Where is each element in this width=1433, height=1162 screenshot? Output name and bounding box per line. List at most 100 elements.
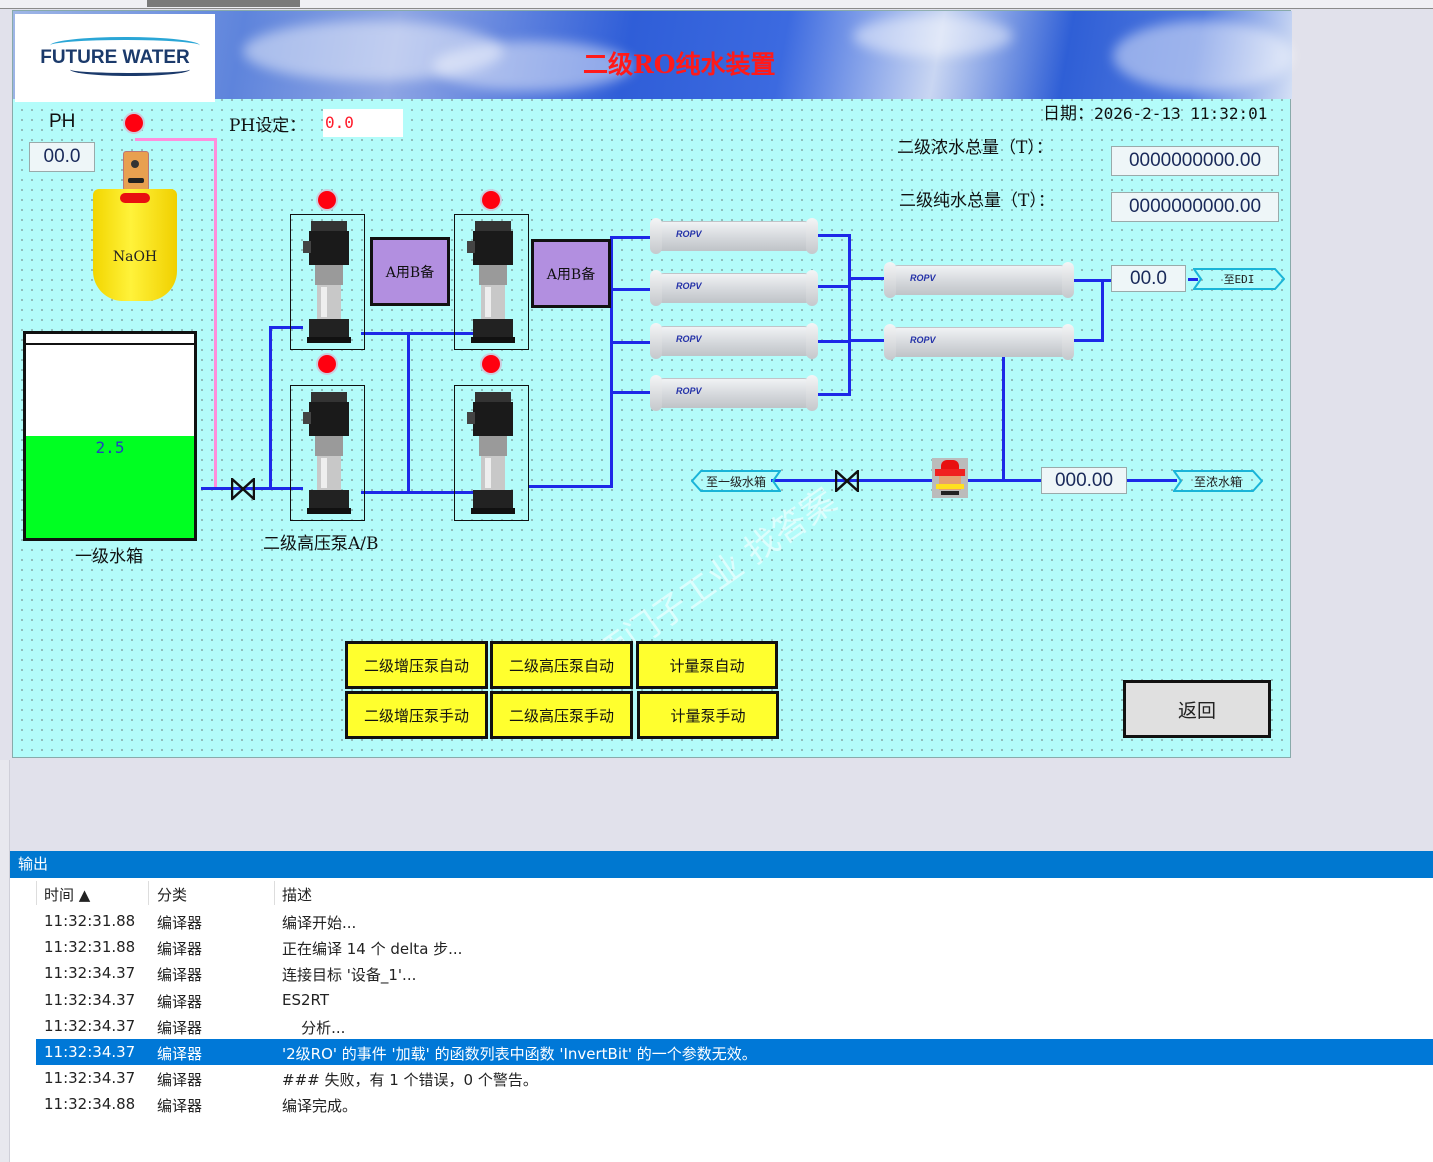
row-description: 编译开始... xyxy=(282,914,357,932)
row-description: 正在编译 14 个 delta 步... xyxy=(282,940,463,959)
to-edi-label: 至EDI xyxy=(1223,273,1255,286)
high-pressure-pump-a[interactable] xyxy=(454,214,529,350)
pure-total-label: 二级纯水总量（T）： xyxy=(899,191,1055,211)
ph-setpoint-label: PH设定： xyxy=(229,116,307,136)
concentrate-valve-icon[interactable] xyxy=(834,468,860,496)
pump-1a-status-indicator xyxy=(318,191,336,209)
metering-pump-manual-button[interactable]: 计量泵手动 xyxy=(637,691,779,739)
company-logo: FUTURE WATER xyxy=(15,14,215,102)
dosing-pump-status-indicator xyxy=(125,114,143,132)
ab-mode-toggle-2[interactable]: A用B备 xyxy=(531,239,611,308)
pure-total-field[interactable]: 0000000000.00 xyxy=(1111,192,1279,222)
edi-flow-field[interactable]: 00.0 xyxy=(1111,265,1186,292)
output-row[interactable]: 11:32:34.37 编译器 分析... xyxy=(36,1013,1433,1039)
ph-setpoint-input[interactable]: 0.0 xyxy=(323,109,403,137)
output-row[interactable]: 11:32:34.37 编译器 ### 失败，有 1 个错误，0 个警告。 xyxy=(36,1065,1433,1091)
output-row[interactable]: 11:32:31.88 编译器 正在编译 14 个 delta 步... xyxy=(36,934,1433,960)
inlet-valve-icon[interactable] xyxy=(230,476,256,504)
row-description: ES2RT xyxy=(282,990,330,1009)
row-description: ### 失败，有 1 个错误，0 个警告。 xyxy=(282,1071,538,1090)
vertical-pump-icon xyxy=(303,392,351,514)
to-concentrate-tank-label: 至浓水箱 xyxy=(1193,474,1242,489)
ab-mode-toggle-1[interactable]: A用B备 xyxy=(370,237,450,306)
concentrate-regulating-valve-icon[interactable] xyxy=(932,458,968,498)
booster-pump-auto-button[interactable]: 二级增压泵自动 xyxy=(345,641,488,689)
to-concentrate-tank-link[interactable]: 至浓水箱 xyxy=(1173,470,1263,492)
to-edi-link[interactable]: 至EDI xyxy=(1193,268,1285,290)
row-time: 11:32:31.88 xyxy=(44,912,136,930)
ro-membrane-1: ROPV xyxy=(650,218,818,254)
title-banner xyxy=(13,11,1293,99)
ph-label: PH xyxy=(49,111,76,132)
page-title: 二级RO纯水装置 xyxy=(583,50,776,79)
membrane-brand: ROPV xyxy=(676,229,702,239)
output-row[interactable]: 11:32:31.88 编译器 编译开始... xyxy=(36,908,1433,934)
concentrate-total-field[interactable]: 0000000000.00 xyxy=(1111,146,1279,176)
hp-pump-manual-button[interactable]: 二级高压泵手动 xyxy=(490,691,633,739)
row-time: 11:32:31.88 xyxy=(44,938,136,957)
high-pressure-pump-b[interactable] xyxy=(454,385,529,521)
column-header-category[interactable]: 分类 xyxy=(157,886,188,904)
concentrate-flow-field[interactable]: 000.00 xyxy=(1041,467,1127,494)
row-time: 11:32:34.37 xyxy=(44,990,136,1009)
primary-tank-label: 一级水箱 xyxy=(75,547,143,567)
left-panel-edge xyxy=(0,760,10,1162)
hmi-screen: FUTURE WATER 二级RO纯水装置 日期：2026-2-13 11:32… xyxy=(12,10,1293,758)
output-panel-title: 输出 xyxy=(10,851,1433,878)
row-time: 11:32:34.37 xyxy=(44,1043,136,1061)
row-description: 编译完成。 xyxy=(282,1097,358,1116)
row-category: 编译器 xyxy=(157,966,203,985)
naoh-tank-icon: NaOH xyxy=(93,189,177,301)
row-category: 编译器 xyxy=(157,1018,203,1037)
row-time: 11:32:34.88 xyxy=(44,1095,136,1114)
vertical-pump-icon xyxy=(303,221,351,343)
ro-membrane-3: ROPV xyxy=(650,323,818,359)
row-description: 分析... xyxy=(282,1018,346,1037)
naoh-label: NaOH xyxy=(112,249,158,265)
hp-pump-auto-button[interactable]: 二级高压泵自动 xyxy=(490,641,633,689)
row-description: '2级RO' 的事件 '加载' 的函数列表中函数 'InvertBit' 的一个… xyxy=(282,1045,757,1063)
pump-group-label: 二级高压泵A/B xyxy=(263,534,379,554)
ro-membrane-5: ROPV xyxy=(884,262,1074,298)
pump-2b-status-indicator xyxy=(482,355,500,373)
row-time: 11:32:34.37 xyxy=(44,1016,136,1035)
ro-membrane-2: ROPV xyxy=(650,270,818,306)
metering-pump-auto-button[interactable]: 计量泵自动 xyxy=(636,641,778,689)
back-button[interactable]: 返回 xyxy=(1123,680,1271,738)
date-label: 日期： xyxy=(1043,104,1094,124)
row-category: 编译器 xyxy=(157,1045,203,1063)
booster-pump-manual-button[interactable]: 二级增压泵手动 xyxy=(345,691,488,739)
top-toolbar xyxy=(0,0,1433,9)
row-description: 连接目标 '设备_1'... xyxy=(282,966,417,985)
active-tab-indicator[interactable] xyxy=(147,0,300,7)
datetime-display: 日期：2026-2-13 11:32:01 xyxy=(1043,99,1267,124)
ro-membrane-4: ROPV xyxy=(650,375,818,411)
primary-water-tank: 2.5 xyxy=(23,331,197,541)
pump-2a-status-indicator xyxy=(482,191,500,209)
to-primary-tank-label: 至一级水箱 xyxy=(705,474,766,489)
tank-level-fill: 2.5 xyxy=(26,436,194,538)
vertical-pump-icon xyxy=(467,221,515,343)
output-row[interactable]: 11:32:34.37 编译器 '2级RO' 的事件 '加载' 的函数列表中函数 '… xyxy=(36,1039,1433,1065)
tank-level-value: 2.5 xyxy=(95,438,125,457)
column-header-time[interactable]: 时间 ▲ xyxy=(44,886,91,904)
output-row[interactable]: 11:32:34.88 编译器 编译完成。 xyxy=(36,1091,1433,1117)
concentrate-total-label: 二级浓水总量（T）： xyxy=(897,138,1053,158)
booster-pump-b[interactable] xyxy=(290,385,365,521)
datetime-value: 2026-2-13 11:32:01 xyxy=(1094,104,1268,123)
column-header-description[interactable]: 描述 xyxy=(282,886,313,904)
row-category: 编译器 xyxy=(157,940,203,959)
pump-1b-status-indicator xyxy=(318,355,336,373)
dosing-pump-icon[interactable] xyxy=(123,151,149,191)
booster-pump-a[interactable] xyxy=(290,214,365,350)
row-category: 编译器 xyxy=(157,914,203,932)
ro-membrane-6: ROPV xyxy=(884,324,1074,360)
row-category: 编译器 xyxy=(157,1071,203,1090)
row-time: 11:32:34.37 xyxy=(44,1069,136,1088)
ph-value-field[interactable]: 00.0 xyxy=(29,142,95,172)
row-category: 编译器 xyxy=(157,1097,203,1116)
to-primary-tank-link[interactable]: 至一级水箱 xyxy=(691,470,781,492)
